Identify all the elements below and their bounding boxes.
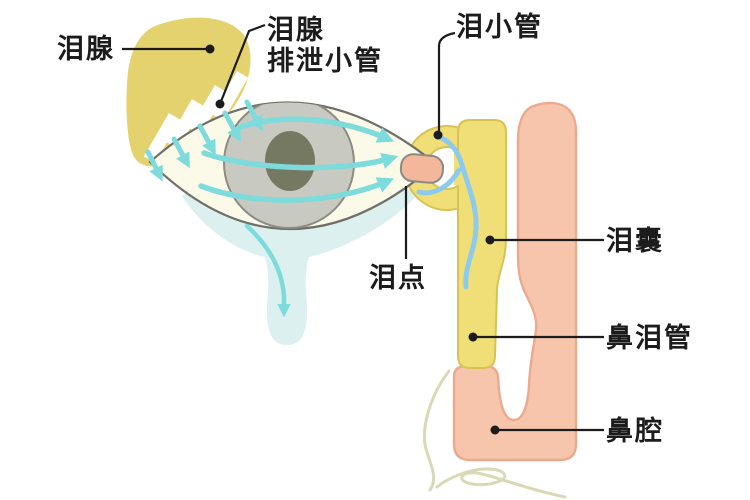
pupil	[265, 131, 315, 191]
label-nasal-cavity: 鼻腔	[606, 416, 664, 446]
gland-flow-arrows	[145, 99, 263, 182]
lacrimal-gland-shape	[126, 17, 251, 167]
leader-dot-excretory	[215, 99, 225, 109]
nose-sketch-line	[422, 369, 567, 499]
leader-dot-nasal-cavity	[490, 425, 500, 435]
label-punctum: 泪点	[369, 263, 427, 293]
label-nasolacrimal-duct: 鼻泪管	[606, 323, 693, 353]
punctum-tip	[399, 153, 445, 184]
eye-flow-arrows	[198, 116, 399, 203]
label-canaliculus: 泪小管	[456, 12, 543, 42]
label-lacrimal-sac: 泪囊	[606, 226, 664, 256]
leader-lines	[122, 23, 604, 432]
label-excretory-ducts-line1: 泪腺	[267, 15, 325, 45]
tear-duct-line	[416, 133, 479, 290]
leader-dot-lacrimal-sac	[485, 235, 495, 245]
leader-dot-nasolacrimal	[468, 332, 478, 342]
leader-canaliculus	[437, 31, 456, 134]
leader-dots	[205, 44, 500, 435]
label-lacrimal-gland: 泪腺	[57, 34, 115, 64]
leader-dot-canaliculus	[433, 130, 443, 140]
label-excretory-ducts: 泪腺 排泄小管	[267, 15, 383, 77]
nasal-cavity-shape	[452, 101, 578, 462]
leader-excretory-ducts	[218, 23, 266, 105]
label-excretory-ducts-line2: 排泄小管	[267, 46, 383, 76]
tear-drop-arrow	[244, 223, 291, 318]
gland-duct-slits	[143, 71, 249, 163]
leader-dot-lacrimal-gland	[205, 44, 215, 54]
